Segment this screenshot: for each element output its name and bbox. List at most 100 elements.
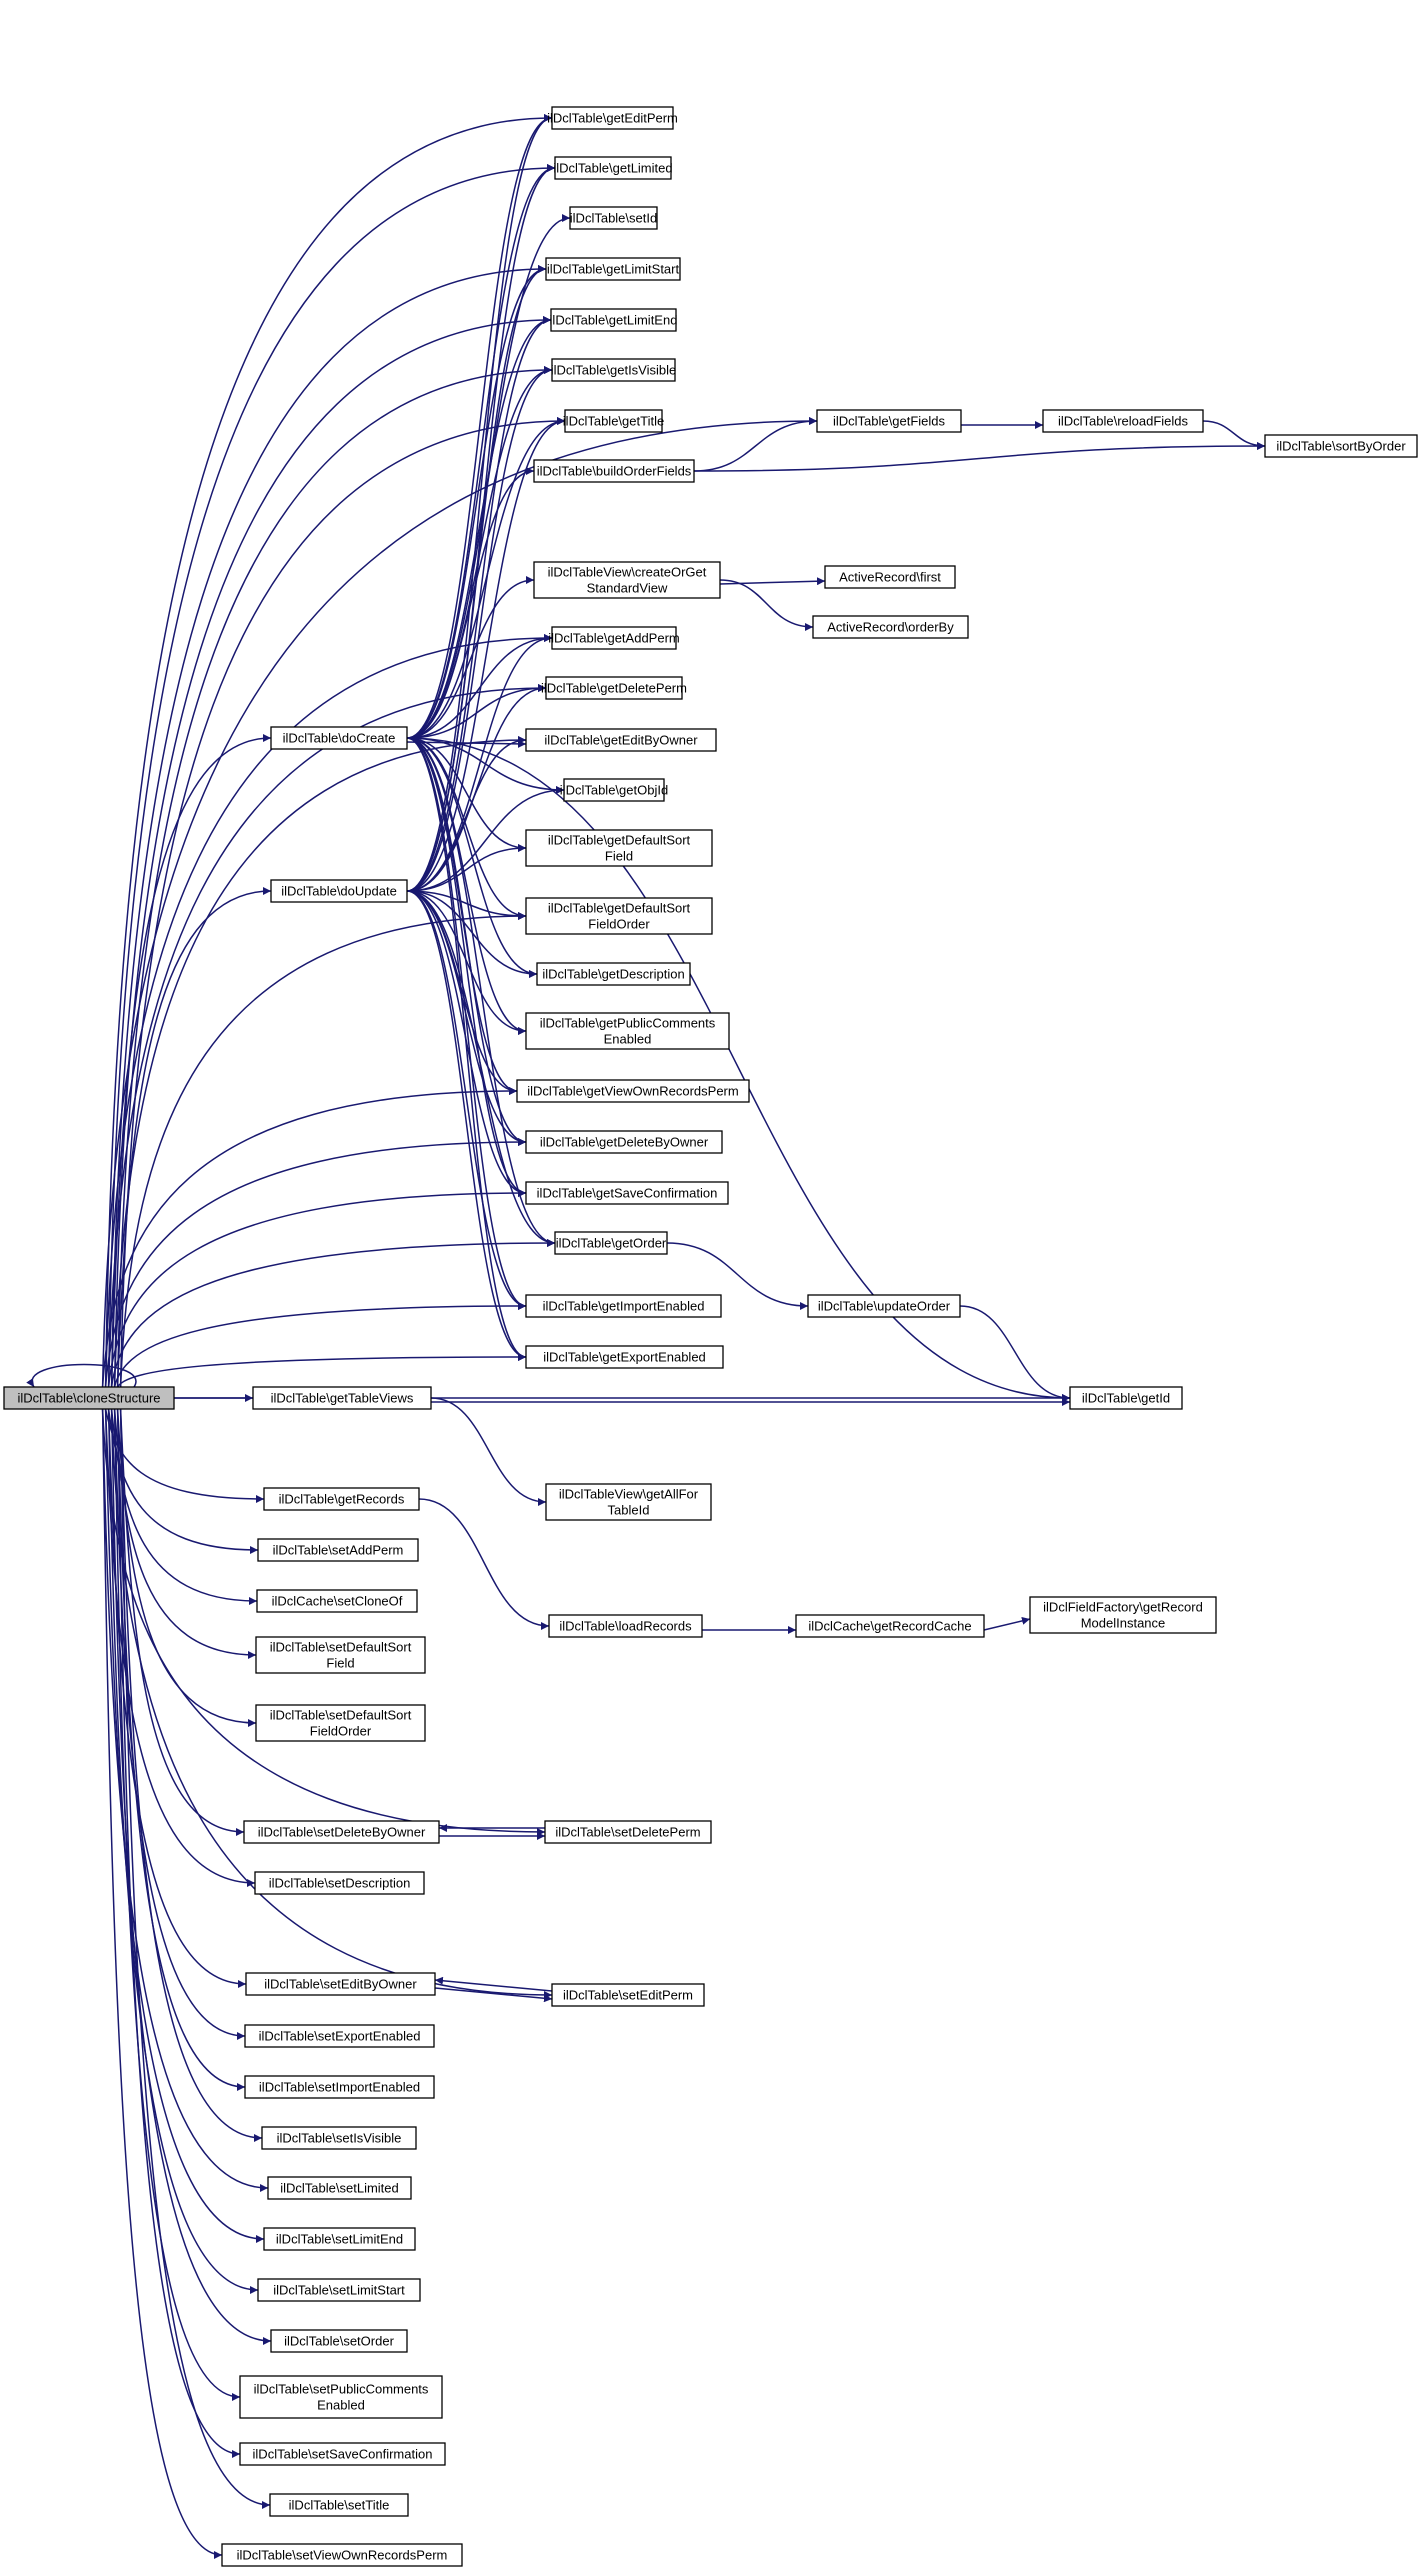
edge-clone-structure-to-get-edit-perm — [104, 114, 553, 1388]
node-label: ilDclCache\setCloneOf — [272, 1594, 403, 1609]
node-set-delete-by-owner[interactable]: ilDclTable\setDeleteByOwner — [243, 1820, 440, 1844]
node-get-view-own-records-perm[interactable]: ilDclTable\getViewOwnRecordsPerm — [516, 1079, 750, 1103]
node-get-obj-id[interactable]: ilDclTable\getObjId — [560, 778, 668, 802]
node-label: ilDclTable\setEditPerm — [563, 1988, 693, 2003]
edge-line — [104, 1138, 527, 1388]
node-get-fields[interactable]: ilDclTable\getFields — [816, 409, 962, 433]
edge-line — [110, 1239, 556, 1388]
edge-line — [107, 1189, 527, 1388]
node-update-order[interactable]: ilDclTable\updateOrder — [807, 1294, 961, 1318]
node-label: ilDclCache\getRecordCache — [808, 1619, 971, 1634]
node-set-limit-end[interactable]: ilDclTable\setLimitEnd — [263, 2227, 416, 2251]
node-clone-structure[interactable]: ilDclTable\cloneStructure — [3, 1386, 175, 1410]
node-get-description[interactable]: ilDclTable\getDescription — [536, 962, 691, 986]
node-set-limit-start[interactable]: ilDclTable\setLimitStart — [257, 2278, 421, 2302]
node-get-id[interactable]: ilDclTable\getId — [1069, 1386, 1183, 1410]
node-sort-by-order[interactable]: ilDclTable\sortByOrder — [1264, 434, 1418, 458]
edge-clone-structure-to-get-edit-by-owner — [113, 736, 527, 1388]
node-set-order[interactable]: ilDclTable\setOrder — [270, 2329, 408, 2353]
node-set-limited[interactable]: ilDclTable\setLimited — [267, 2176, 412, 2200]
node-get-order[interactable]: ilDclTable\getOrder — [554, 1231, 668, 1255]
edge-line — [959, 1305, 1071, 1402]
node-box — [1042, 409, 1204, 433]
node-box — [252, 1386, 432, 1410]
node-set-clone-of[interactable]: ilDclCache\setCloneOf — [256, 1589, 418, 1613]
node-label: ilDclTable\setExportEnabled — [259, 2029, 421, 2044]
node-box — [239, 2375, 443, 2419]
node-get-edit-perm[interactable]: ilDclTable\getEditPerm — [547, 106, 678, 130]
node-get-save-confirmation[interactable]: ilDclTable\getSaveConfirmation — [525, 1181, 729, 1205]
node-box — [243, 1820, 440, 1844]
node-get-add-perm[interactable]: ilDclTable\getAddPerm — [548, 626, 680, 650]
node-label: ilDclTable\loadRecords — [559, 1619, 692, 1634]
node-build-order-fields[interactable]: ilDclTable\buildOrderFields — [533, 459, 695, 483]
node-box — [239, 2442, 446, 2466]
node-ar-order-by[interactable]: ActiveRecord\orderBy — [812, 615, 969, 639]
edge-do-update-to-get-title — [406, 417, 566, 892]
node-set-edit-by-owner[interactable]: ilDclTable\setEditByOwner — [245, 1972, 436, 1996]
node-label: ilDclTableView\createOrGet — [548, 565, 707, 580]
edge-line — [406, 737, 556, 1247]
node-box — [550, 308, 677, 332]
edge-clone-structure-to-get-export-enabled — [116, 1353, 527, 1388]
edge-line — [406, 786, 565, 892]
node-label: ilDclTable\getEditByOwner — [544, 733, 698, 748]
edge-clone-structure-to-get-limited — [107, 164, 556, 1388]
edge-line — [719, 579, 814, 631]
node-get-limit-start[interactable]: ilDclTable\getLimitStart — [545, 257, 681, 281]
node-load-records[interactable]: ilDclTable\loadRecords — [548, 1614, 703, 1638]
edge-line — [406, 890, 527, 1146]
node-set-edit-perm[interactable]: ilDclTable\setEditPerm — [551, 1983, 705, 2007]
node-set-title[interactable]: ilDclTable\setTitle — [269, 2493, 409, 2517]
edge-line — [406, 890, 527, 1361]
node-get-delete-perm[interactable]: ilDclTable\getDeletePerm — [541, 676, 687, 700]
node-set-id[interactable]: ilDclTable\setId — [569, 206, 658, 230]
node-get-record-cache[interactable]: ilDclCache\getRecordCache — [795, 1614, 985, 1638]
node-set-delete-perm[interactable]: ilDclTable\setDeletePerm — [544, 1820, 712, 1844]
node-label: StandardView — [587, 581, 668, 596]
node-get-is-visible[interactable]: ilDclTable\getIsVisible — [551, 358, 677, 382]
node-get-limit-end[interactable]: ilDclTable\getLimitEnd — [550, 308, 678, 332]
edge-do-create-to-get-limit-start — [406, 265, 547, 739]
node-get-records[interactable]: ilDclTable\getRecords — [263, 1487, 420, 1511]
node-set-is-visible[interactable]: ilDclTable\setIsVisible — [261, 2126, 417, 2150]
node-do-update[interactable]: ilDclTable\doUpdate — [270, 879, 408, 903]
edge-line — [119, 417, 566, 1388]
node-box — [1069, 1386, 1183, 1410]
edge-line — [406, 737, 1071, 1402]
node-get-table-views[interactable]: ilDclTable\getTableViews — [252, 1386, 432, 1410]
node-get-edit-by-owner[interactable]: ilDclTable\getEditByOwner — [525, 728, 717, 752]
node-reload-fields[interactable]: ilDclTable\reloadFields — [1042, 409, 1204, 433]
node-label: Enabled — [604, 1032, 652, 1047]
edge-clone-structure-to-get-order — [110, 1239, 556, 1388]
node-get-title[interactable]: ilDclTable\getTitle — [563, 409, 664, 433]
node-box — [807, 1294, 961, 1318]
node-label: ilDclTable\getDescription — [542, 967, 684, 982]
node-set-add-perm[interactable]: ilDclTable\setAddPerm — [257, 1538, 419, 1562]
node-set-view-own-records-perm[interactable]: ilDclTable\setViewOwnRecordsPerm — [221, 2543, 463, 2567]
node-box — [563, 778, 665, 802]
node-set-description[interactable]: ilDclTable\setDescription — [254, 1871, 425, 1895]
node-set-import-enabled[interactable]: ilDclTable\setImportEnabled — [244, 2075, 435, 2099]
node-get-export-enabled[interactable]: ilDclTable\getExportEnabled — [525, 1345, 724, 1369]
node-get-import-enabled[interactable]: ilDclTable\getImportEnabled — [525, 1294, 722, 1318]
node-set-export-enabled[interactable]: ilDclTable\setExportEnabled — [244, 2024, 435, 2048]
node-get-limited[interactable]: ilDclTable\getLimited — [553, 156, 673, 180]
edge-clone-structure-to-set-save-confirmation — [116, 1408, 241, 2458]
node-get-delete-by-owner[interactable]: ilDclTable\getDeleteByOwner — [525, 1130, 723, 1154]
node-do-create[interactable]: ilDclTable\doCreate — [270, 726, 408, 750]
node-label: ilDclTable\getLimitEnd — [550, 313, 678, 328]
edge-do-create-to-get-edit-perm — [406, 114, 553, 739]
node-ar-first[interactable]: ActiveRecord\first — [824, 565, 956, 589]
node-set-save-confirmation[interactable]: ilDclTable\setSaveConfirmation — [239, 2442, 446, 2466]
